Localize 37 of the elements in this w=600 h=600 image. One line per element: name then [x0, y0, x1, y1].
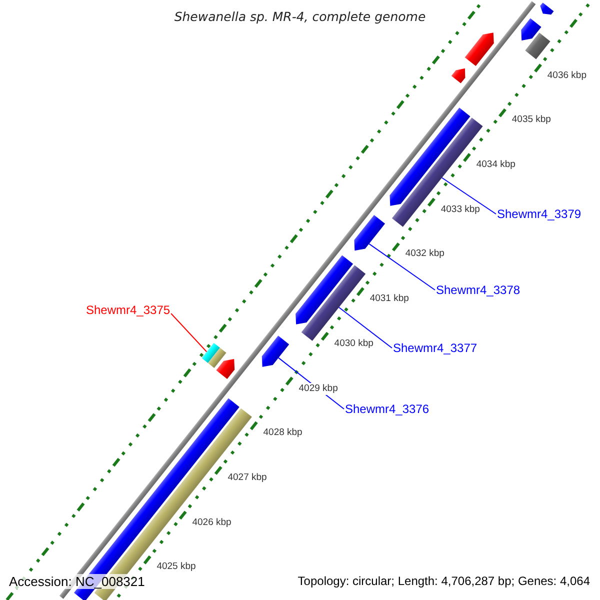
tick-label: 4036 kbp [547, 70, 586, 82]
leader-line [368, 243, 436, 290]
tick-label: 4031 kbp [370, 293, 409, 306]
gene-feature [521, 18, 542, 40]
feature-bar [202, 342, 220, 363]
leader-line [441, 177, 496, 214]
accession-text: Accession: NC_008321 [9, 574, 145, 589]
gene-label: Shewmr4_3376 [345, 402, 430, 416]
gene-feature [296, 255, 354, 324]
gene-label: Shewmr4_3377 [393, 341, 478, 355]
feature-bar [301, 265, 366, 341]
gene-feature [262, 336, 290, 367]
leader-line [170, 313, 208, 352]
tick-label: 4029 kbp [298, 382, 338, 394]
gene-label: Shewmr4_3379 [497, 207, 582, 221]
gene-label: Shewmr4_3378 [436, 283, 520, 297]
genome-info-text: Topology: circular; Length: 4,706,287 bp; Genes: 4,064 [298, 574, 590, 588]
feature-bar [208, 348, 226, 368]
tick-label: 4034 kbp [476, 158, 516, 171]
tick-label: 4028 kbp [263, 427, 302, 440]
title: Shewanella sp. MR-4, complete genome [173, 9, 427, 24]
gene-feature [216, 359, 235, 379]
tick-label: 4026 kbp [192, 516, 232, 529]
feature-bar [525, 32, 550, 60]
tick-label: 4033 kbp [440, 204, 480, 216]
leader-line [338, 306, 392, 348]
tick-label: 4035 kbp [512, 114, 551, 126]
tick-label: 4030 kbp [334, 338, 374, 350]
tick-label: 4032 kbp [405, 248, 444, 260]
gene-feature [464, 32, 494, 66]
tick-label: 4025 kbp [156, 561, 196, 574]
gene-feature [354, 214, 386, 251]
gene-feature [540, 2, 554, 15]
gene-label: Shewmr4_3375 [86, 303, 170, 317]
gene-feature [390, 108, 470, 206]
gene-feature [451, 68, 466, 84]
tick-label: 4027 kbp [228, 472, 267, 484]
